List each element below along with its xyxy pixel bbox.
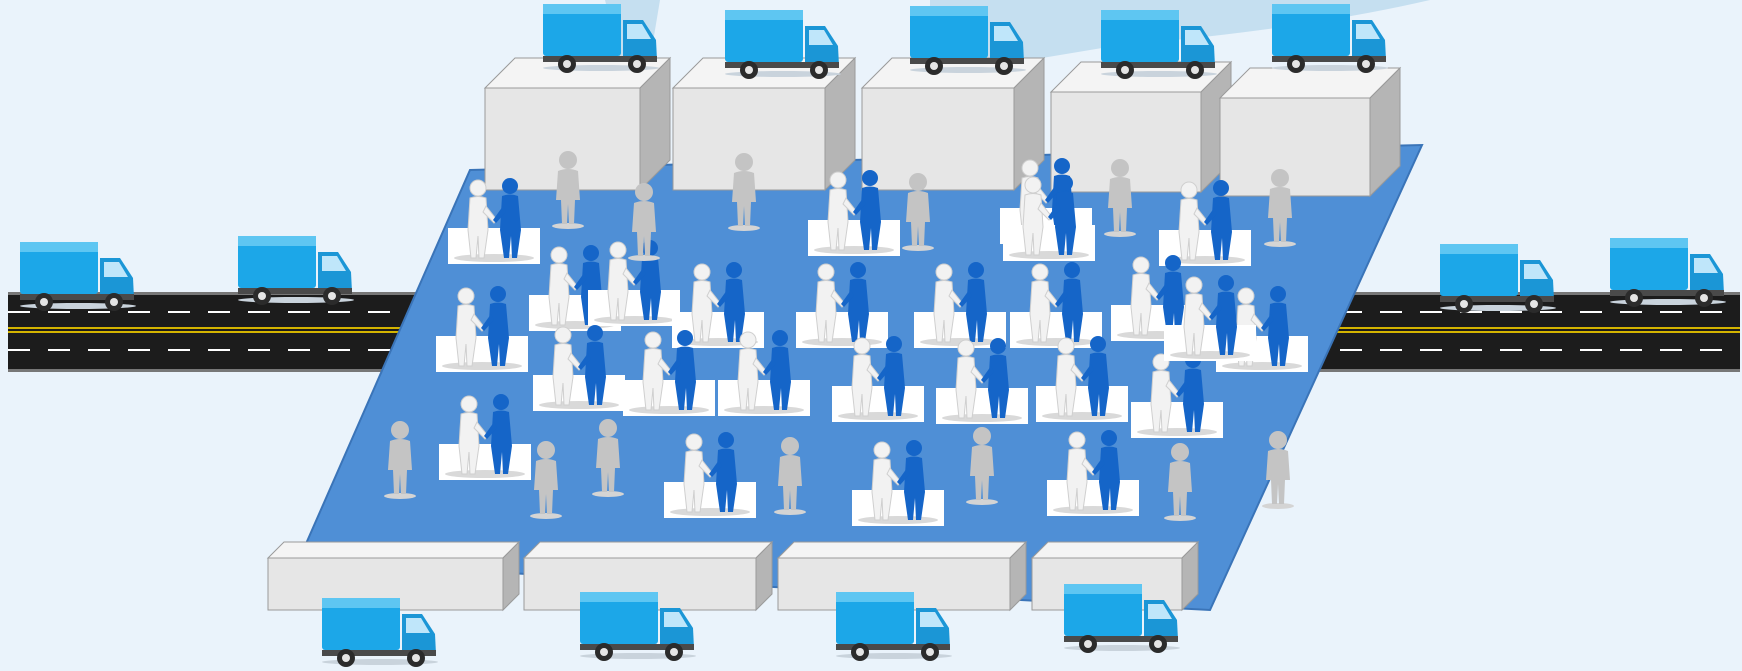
warehouse-box <box>862 58 1044 190</box>
box-front <box>1220 98 1370 196</box>
road-edge <box>1300 369 1740 372</box>
box-top <box>268 542 519 558</box>
delivery-truck-icon <box>1272 4 1388 73</box>
box-front <box>1051 92 1201 192</box>
warehouse-box <box>673 58 855 190</box>
warehouse-box <box>485 58 670 190</box>
warehouse-box <box>1220 68 1400 196</box>
box-top <box>1220 68 1400 98</box>
road-edge <box>8 369 428 372</box>
box-top <box>524 542 772 558</box>
box-top <box>1032 542 1198 558</box>
box-front <box>862 88 1014 190</box>
box-top <box>778 542 1026 558</box>
warehouse-box <box>1051 62 1231 192</box>
